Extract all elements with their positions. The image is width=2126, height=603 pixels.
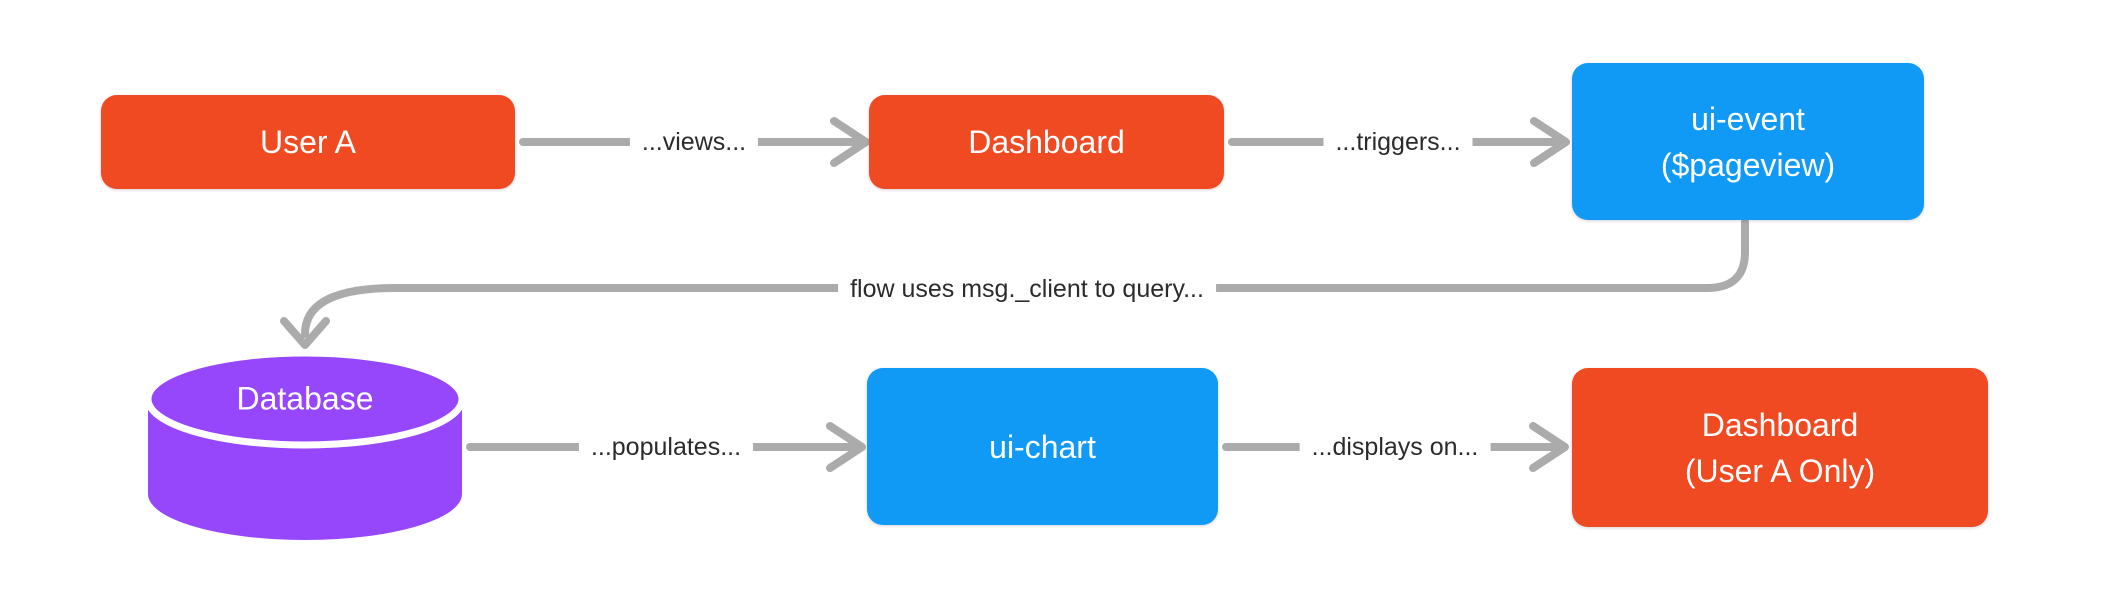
arrowhead-right-icon xyxy=(1529,422,1569,472)
arrowhead-right-icon xyxy=(1530,117,1570,167)
node-user-a: User A xyxy=(101,95,515,189)
node-label: Dashboard xyxy=(968,124,1125,160)
arrowhead-right-icon xyxy=(830,117,870,167)
arrowhead-right-icon xyxy=(826,422,866,472)
edge-label-displays-on: ...displays on... xyxy=(1299,430,1491,464)
arrowhead-down-icon xyxy=(280,317,330,349)
node-dashboard: Dashboard xyxy=(869,95,1224,189)
edge-query-curve-arrow xyxy=(280,218,1749,349)
node-label-line1: ui-event xyxy=(1691,100,1805,137)
node-label: ui-chart xyxy=(989,428,1096,465)
database-cylinder-shape xyxy=(144,349,466,540)
node-label-line2: ($pageview) xyxy=(1660,146,1836,183)
node-label-line1: Dashboard xyxy=(1701,406,1859,443)
node-dashboard-user-a-only: Dashboard (User A Only) xyxy=(1572,368,1988,527)
edge-label-query: flow uses msg._client to query... xyxy=(838,272,1216,306)
edge-label-populates: ...populates... xyxy=(578,430,754,464)
node-label: User A xyxy=(259,124,357,160)
node-database-label: Database xyxy=(236,380,374,417)
edge-label-triggers: ...triggers... xyxy=(1323,125,1473,159)
edge-label-views: ...views... xyxy=(629,125,759,159)
node-ui-chart: ui-chart xyxy=(867,368,1218,525)
node-ui-event: ui-event ($pageview) xyxy=(1572,63,1924,220)
node-label-line2: (User A Only) xyxy=(1684,452,1876,489)
